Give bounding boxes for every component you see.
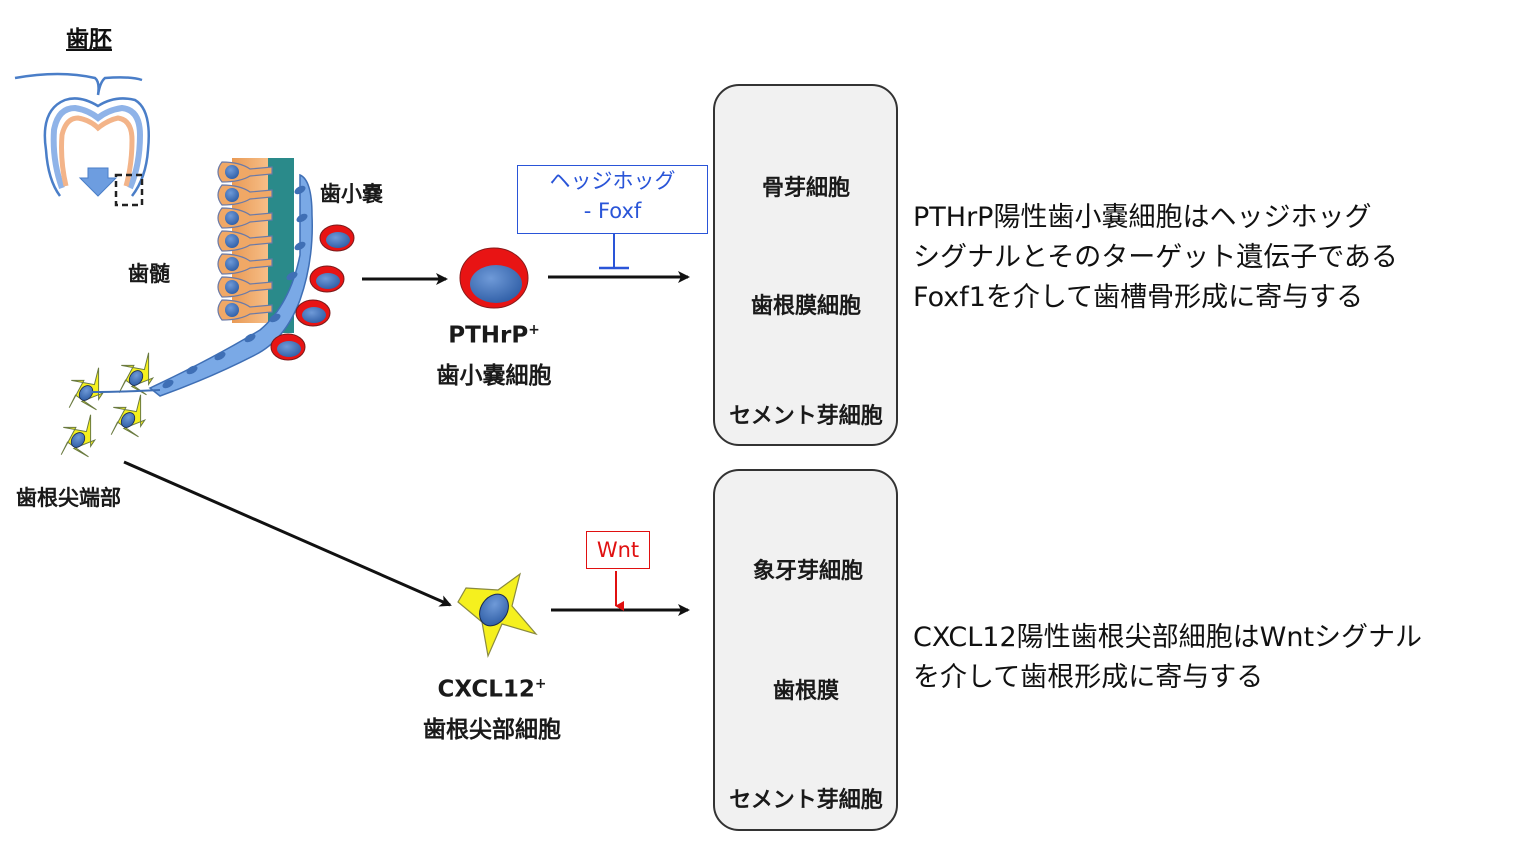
odontoblast-cell xyxy=(217,276,273,298)
wnt-signal-box: Wnt xyxy=(586,531,650,569)
cxcl12-cell-marker: CXCL12+ xyxy=(438,676,547,703)
sheath-nucleus xyxy=(186,365,198,375)
odontoblast-cell xyxy=(217,299,273,321)
follicle-cells xyxy=(270,224,355,361)
sheath-nucleus xyxy=(294,185,306,195)
inhibition-symbol xyxy=(599,234,629,270)
sheath-nucleus xyxy=(214,351,226,361)
bottom-lineage-description: CXCL12陽性歯根尖部細胞はWntシグナル を介して歯根形成に寄与する xyxy=(913,618,1422,698)
cell-connection xyxy=(91,389,161,393)
hedgehog-foxf-signal-box: ヘッジホッグ - Foxf xyxy=(517,165,708,234)
fate-label: セメント芽細胞 xyxy=(729,404,883,429)
pthrp-marker-sup: + xyxy=(528,322,540,338)
tooth-germ-icon xyxy=(14,72,150,207)
signal-line-1: ヘッジホッグ xyxy=(549,169,676,193)
apical-cell xyxy=(110,394,147,438)
signal-line-2: - Foxf xyxy=(583,199,642,223)
fate-label: 歯根膜細胞 xyxy=(750,294,862,319)
fate-label: 歯根膜 xyxy=(772,679,840,704)
cxcl12-cell-name: 歯根尖部細胞 xyxy=(423,717,561,743)
cxcl12-cell-icon xyxy=(457,572,538,659)
sheath-nucleus xyxy=(162,379,174,389)
description-line: Foxf1を介して歯槽骨形成に寄与する xyxy=(913,282,1364,313)
pthrp-cell-icon xyxy=(459,247,529,309)
arrow-to-cxcl12-cell xyxy=(123,460,452,607)
follicle-cell xyxy=(319,224,355,252)
tooth-germ-title: 歯胚 xyxy=(66,27,112,53)
follicle-cell xyxy=(295,299,331,327)
apical-cell xyxy=(60,414,97,458)
description-line: を介して歯根形成に寄与する xyxy=(913,662,1264,693)
fate-label: 骨芽細胞 xyxy=(761,176,851,201)
odontoblast-cell xyxy=(217,253,273,275)
odontoblast-cell xyxy=(217,230,273,252)
pthrp-cell-marker: PTHrP+ xyxy=(448,322,540,349)
sheath-nucleus xyxy=(294,241,306,251)
follicle-cell xyxy=(309,265,345,293)
top-lineage-description: PTHrP陽性歯小嚢細胞はヘッジホッグ シグナルとそのターゲット遺伝子である F… xyxy=(913,198,1398,318)
fate-label: 象牙芽細胞 xyxy=(752,559,864,584)
description-line: シグナルとそのターゲット遺伝子である xyxy=(913,242,1398,273)
apical-cell xyxy=(68,367,105,411)
fate-panel-bottom xyxy=(713,469,898,831)
odontoblast-cell xyxy=(217,207,273,229)
sheath-nucleus xyxy=(286,271,298,281)
dental-follicle-label: 歯小嚢 xyxy=(320,182,383,206)
pthrp-cell-name: 歯小嚢細胞 xyxy=(436,363,552,389)
dental-pulp-label: 歯髄 xyxy=(128,262,170,286)
sheath-nucleus xyxy=(269,313,281,323)
sheath-nucleus xyxy=(296,213,308,223)
fate-panel-top xyxy=(713,84,898,446)
root-apex-label: 歯根尖端部 xyxy=(16,486,121,510)
apical-stem-cells xyxy=(60,352,161,458)
fate-label: セメント芽細胞 xyxy=(729,788,883,813)
odontoblast-cell xyxy=(217,161,273,183)
pthrp-marker-text: PTHrP xyxy=(448,322,529,349)
sheath-nucleus xyxy=(244,333,256,343)
cxcl12-marker-text: CXCL12 xyxy=(437,676,535,703)
pulp-odontoblast-layer xyxy=(148,158,313,397)
description-line: PTHrP陽性歯小嚢細胞はヘッジホッグ xyxy=(913,202,1372,233)
apical-cell xyxy=(118,352,155,396)
follicle-cell xyxy=(270,333,306,361)
odontoblast-cell xyxy=(217,184,273,206)
description-line: CXCL12陽性歯根尖部細胞はWntシグナル xyxy=(913,622,1423,653)
cxcl12-marker-sup: + xyxy=(534,676,547,692)
